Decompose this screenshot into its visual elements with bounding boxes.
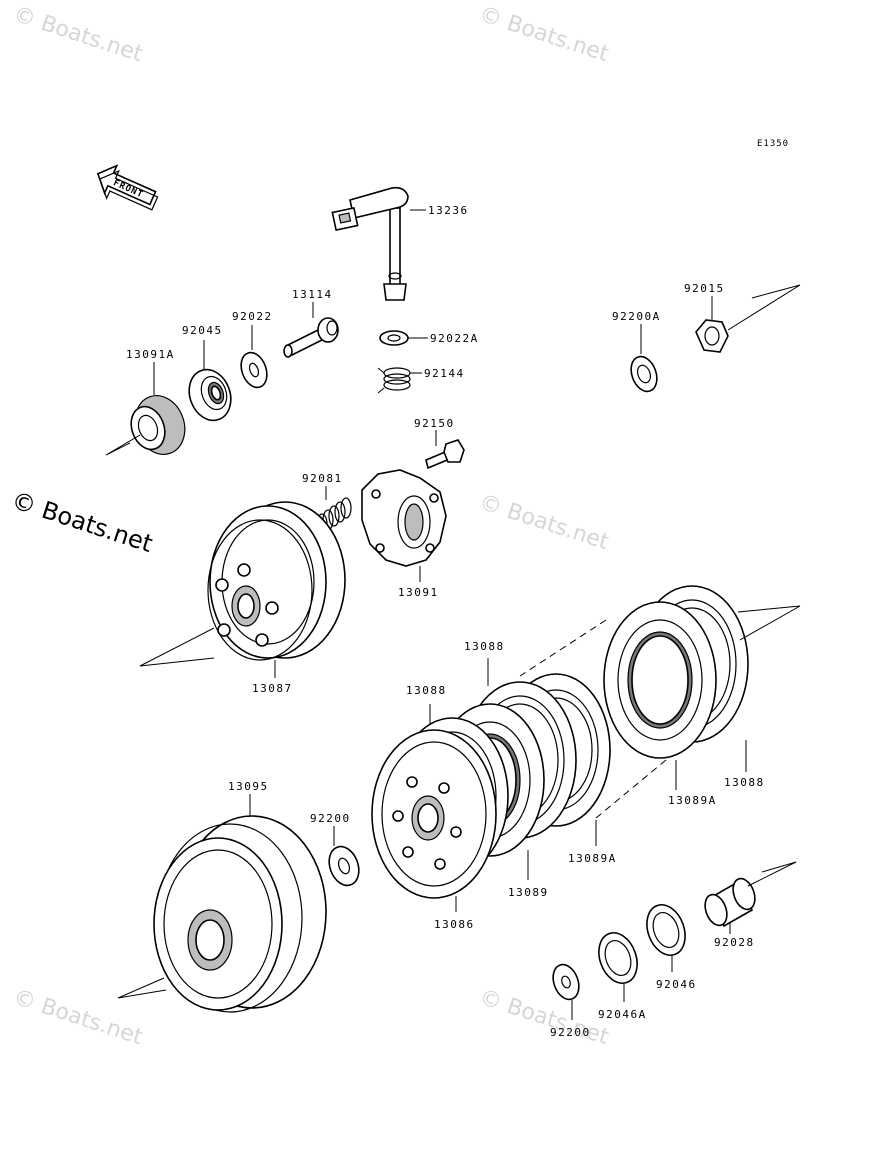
hub-13086 [371, 729, 497, 912]
washer-92022A [379, 330, 428, 346]
label-92046A: 92046A [598, 1008, 647, 1021]
clutch-hub-13087 [139, 501, 346, 678]
assembly-line-top [519, 619, 607, 677]
label-92081: 92081 [302, 472, 343, 485]
watermark-top-left: © Boats.net [10, 2, 146, 67]
label-92150: 92150 [414, 417, 455, 430]
front-arrow-icon: FRONT [96, 164, 159, 211]
bearing-92046 [646, 904, 686, 972]
label-13089A-right: 13089A [668, 794, 717, 807]
label-13088-top: 13088 [464, 640, 505, 653]
label-92046: 92046 [656, 978, 697, 991]
label-13086: 13086 [434, 918, 475, 931]
label-92200A: 92200A [612, 310, 661, 323]
watermark-mid-right: © Boats.net [476, 490, 612, 555]
bearing-92045 [188, 340, 232, 422]
bearing-92046A [598, 932, 638, 1002]
nut-92015 [695, 284, 801, 353]
housing-13095 [117, 794, 327, 1013]
label-13087: 13087 [252, 682, 293, 695]
svg-text:© Boats.net: © Boats.net [476, 985, 612, 1050]
label-92022: 92022 [232, 310, 273, 323]
label-13088-right: 13088 [724, 776, 765, 789]
svg-text:© Boats.net: © Boats.net [476, 2, 612, 67]
plate-13089A-right [603, 601, 717, 759]
sleeve-92028 [704, 861, 797, 934]
guide-13091A [105, 362, 186, 456]
watermark-top-center: © Boats.net [476, 2, 612, 67]
label-13091A: 13091A [126, 348, 175, 361]
label-92045: 92045 [182, 324, 223, 337]
label-92144: 92144 [424, 367, 465, 380]
svg-text:© Boats.net: © Boats.net [8, 486, 156, 558]
pushrod-13114 [283, 302, 339, 358]
label-92015: 92015 [684, 282, 725, 295]
washer-92200-mid [328, 826, 360, 887]
svg-text:© Boats.net: © Boats.net [476, 490, 612, 555]
label-92200-bottom: 92200 [550, 1026, 591, 1039]
svg-text:© Boats.net: © Boats.net [10, 2, 146, 67]
label-92200-mid: 92200 [310, 812, 351, 825]
label-13088-left: 13088 [406, 684, 447, 697]
assembly-line-bottom [595, 759, 667, 819]
label-13091: 13091 [398, 586, 439, 599]
lockwasher-92200A [630, 324, 658, 393]
washer-92200-bottom [552, 963, 580, 1020]
label-92028: 92028 [714, 936, 755, 949]
label-13114: 13114 [292, 288, 333, 301]
spring-92144 [377, 367, 422, 394]
diagram-code: E1350 [757, 139, 789, 149]
release-shaft-13236 [331, 186, 426, 301]
bolt-92150 [425, 430, 465, 470]
washer-92022 [240, 325, 268, 389]
watermark-dark-left: © Boats.net [8, 486, 156, 558]
label-13095: 13095 [228, 780, 269, 793]
label-13089A-mid: 13089A [568, 852, 617, 865]
label-13089: 13089 [508, 886, 549, 899]
label-92022A: 92022A [430, 332, 479, 345]
pressure-plate-13091 [361, 469, 447, 582]
label-13236: 13236 [428, 204, 469, 217]
watermark-bottom-right: © Boats.net [476, 985, 612, 1050]
